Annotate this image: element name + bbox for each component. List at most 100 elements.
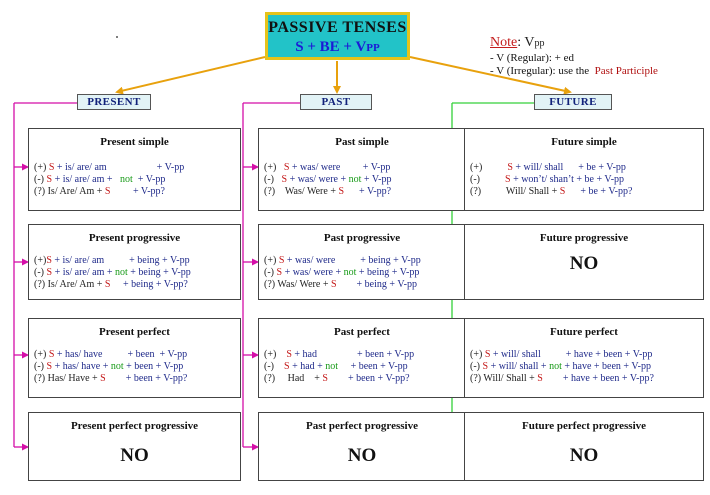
formula-part: + be + V-pp xyxy=(578,162,626,173)
formula-part: + is/ are/ am xyxy=(51,255,105,266)
subject-s: S xyxy=(281,174,288,185)
subject-s: S xyxy=(283,162,290,173)
formula-part: + will/ shall + xyxy=(488,361,550,372)
stray-dot xyxy=(116,36,118,38)
formula-part xyxy=(337,279,357,291)
card-present-simple: Present simple(+) S + is/ are/ am + V-pp… xyxy=(28,128,241,211)
header-present: PRESENT xyxy=(77,94,151,110)
formula-part: + had + xyxy=(289,361,326,372)
formula-lines: (+) S + will/ shall + be + V-pp(-) S + w… xyxy=(470,162,632,198)
formula-part xyxy=(317,349,357,361)
formula-part: (?) Will/ Shall + xyxy=(470,373,538,384)
note-symbol: Vpp xyxy=(524,35,545,50)
formula-part: + been + V-pp xyxy=(127,349,188,360)
negative-line: (-) S + was/ were + not + being + V-pp xyxy=(264,267,421,279)
formula-part: + V-pp xyxy=(137,174,166,185)
subject-s: S xyxy=(276,267,283,278)
subject-s: S xyxy=(104,186,111,197)
formula-part: + have + been + V-pp xyxy=(561,361,651,372)
no-form: NO xyxy=(569,445,599,466)
formula-part xyxy=(335,255,360,267)
formula-part: (?) Was/ Were + xyxy=(264,186,339,197)
formula-lines: (+)S + is/ are/ am + being + V-pp(-) S +… xyxy=(34,255,191,291)
subject-s: S xyxy=(104,279,111,290)
formula-part: (+) xyxy=(34,162,49,173)
formula-part: (-) xyxy=(34,267,47,278)
affirmative-line: (+) S + was/ were + being + V-pp xyxy=(264,255,421,267)
formula-part: + V-pp xyxy=(156,162,185,173)
card-present-perfect: Present perfect(+) S + has/ have + been … xyxy=(28,318,241,398)
subject-s: S xyxy=(338,186,345,197)
subject-s: S xyxy=(46,174,53,185)
formula-part: + V-pp xyxy=(363,174,392,185)
formula-part: (?) Had + xyxy=(264,373,323,384)
formula-part: (?) Has/ Have + xyxy=(34,373,101,384)
card-title: Past simple xyxy=(335,136,389,148)
card-title: Future perfect progressive xyxy=(521,420,647,432)
not-word: not xyxy=(343,267,357,278)
subject-s: S xyxy=(505,174,511,185)
formula-part xyxy=(543,373,563,385)
formula-part xyxy=(107,162,157,174)
formula-part xyxy=(106,373,126,385)
negative-line: (-) S + is/ are/ am + not + V-pp xyxy=(34,174,184,186)
formula-part xyxy=(563,162,578,174)
formula-part: + being + V-pp xyxy=(356,267,420,278)
formula-part: (?) Is/ Are/ Am + xyxy=(34,186,105,197)
card-title: Future perfect xyxy=(550,326,618,338)
formula-part xyxy=(344,186,359,198)
formula-part: + have + been + V-pp xyxy=(565,349,653,360)
title-main: PASSIVE TENSES xyxy=(268,19,407,36)
formula-part: (-) xyxy=(34,174,47,185)
formula-part: (+) xyxy=(264,255,279,266)
formula-part: (-) xyxy=(264,174,282,185)
formula-part: + being + V-pp xyxy=(356,279,417,290)
formula-part xyxy=(110,186,133,198)
not-word: not xyxy=(346,174,364,185)
card-title: Present progressive xyxy=(88,232,181,244)
affirmative-line: (+) S + will/ shall + have + been + V-pp xyxy=(470,349,654,361)
formula-lines: (+) S + is/ are/ am + V-pp(-) S + is/ ar… xyxy=(34,162,184,198)
negative-line: (-) S + has/ have + not + been + V-pp xyxy=(34,361,187,373)
formula-part: (-) xyxy=(264,267,277,278)
card-title: Past perfect progressive xyxy=(305,420,418,432)
card-past-perfect: Past perfect(+) S + had + been + V-pp(-)… xyxy=(258,318,466,398)
formula-part: + is/ are/ am + xyxy=(52,174,113,185)
card-past-simple: Past simple(+) S + was/ were + V-pp(-) S… xyxy=(258,128,466,211)
title-formula: S + BE + VPP xyxy=(295,38,380,55)
question-line: (?) Will/ Shall + S + have + been + V-pp… xyxy=(470,373,654,385)
question-line: (?) Had + S + been + V-pp? xyxy=(264,373,414,385)
formula-part: (+) xyxy=(470,349,485,360)
negative-line: (-) S + is/ are/ am + not + being + V-pp xyxy=(34,267,191,279)
arrow-to-present xyxy=(115,56,266,95)
affirmative-line: (+)S + is/ are/ am + being + V-pp xyxy=(34,255,191,267)
no-form: NO xyxy=(347,445,377,466)
formula-part: + been + V-pp xyxy=(123,361,184,372)
formula-part xyxy=(103,349,128,361)
question-line: (?) Is/ Are/ Am + S + being + V-pp? xyxy=(34,279,191,291)
formula-part: + has/ have xyxy=(54,349,103,360)
no-form: NO xyxy=(120,445,149,466)
note-label: Note xyxy=(490,35,518,50)
negative-line: (-) S + will/ shall + not + have + been … xyxy=(470,361,654,373)
formula-part xyxy=(328,373,348,385)
formula-part: + been + V-pp xyxy=(338,361,408,372)
negative-line: (-) S + had + not + been + V-pp xyxy=(264,361,414,373)
formula-part: (-) xyxy=(264,361,284,372)
subject-s: S xyxy=(507,162,513,173)
formula-part xyxy=(110,279,123,291)
card-title: Future progressive xyxy=(539,232,629,244)
not-word: not xyxy=(549,361,562,372)
formula-part: + is/ are/ am xyxy=(54,162,107,173)
formula-part: (+) xyxy=(34,255,47,266)
card-title: Present perfect xyxy=(99,326,170,338)
formula-lines: (+) S + was/ were + being + V-pp(-) S + … xyxy=(264,255,421,291)
formula-part: (?) Is/ Are/ Am + xyxy=(34,279,105,290)
card-title: Past progressive xyxy=(323,232,401,244)
negative-line: (-) S + was/ were + not + V-pp xyxy=(264,174,391,186)
question-line: (?) Will/ Shall + S + be + V-pp? xyxy=(470,186,632,198)
note-irregular: - V (Irregular): use the Past Participle xyxy=(490,65,658,78)
